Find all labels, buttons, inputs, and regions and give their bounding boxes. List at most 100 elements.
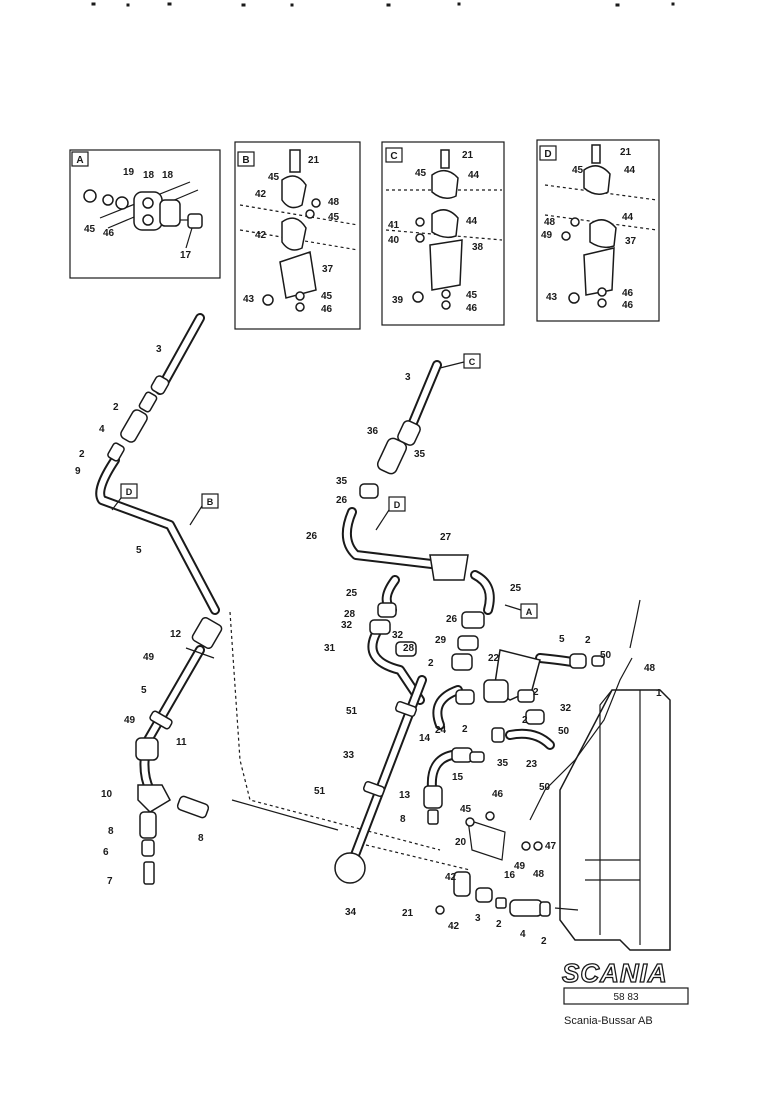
label: 2 [79, 449, 85, 460]
label: 28 [403, 643, 415, 654]
label: 3 [405, 372, 411, 383]
label: 45 [268, 172, 280, 183]
label: 35 [414, 449, 426, 460]
reference-markers: C D B D A [111, 353, 538, 619]
tee-fitting [429, 554, 469, 581]
label: 12 [170, 629, 182, 640]
label: 26 [446, 614, 458, 625]
label: 2 [585, 635, 591, 646]
label: 50 [558, 726, 570, 737]
label: 5 [559, 634, 565, 645]
label: 45 [321, 291, 333, 302]
label: 25 [510, 583, 522, 594]
pump [334, 852, 366, 884]
label: 11 [176, 737, 187, 748]
label: 35 [336, 476, 348, 487]
inset-d-title-box [539, 145, 557, 161]
ref-marker: B [207, 497, 214, 507]
label: 7 [107, 876, 113, 887]
drawing-code-box [563, 987, 689, 1005]
label: 5 [136, 545, 142, 556]
label: 27 [440, 532, 452, 543]
label: 2 [533, 687, 539, 698]
label: 43 [243, 294, 255, 305]
label: 41 [388, 220, 400, 231]
label: 21 [402, 908, 414, 919]
label: 47 [545, 841, 557, 852]
label: 2 [462, 724, 468, 735]
inset-a: A 19 18 18 45 46 17 [69, 149, 221, 279]
scania-logo: SCANIA [562, 958, 668, 988]
label: 49 [143, 652, 155, 663]
label: 8 [108, 826, 114, 837]
scan-noise [91, 2, 675, 7]
label: 50 [539, 782, 551, 793]
label: 36 [367, 426, 379, 437]
label: 49 [514, 861, 526, 872]
label: 21 [308, 155, 320, 166]
nut [102, 194, 114, 206]
label: 24 [435, 725, 447, 736]
label: 48 [533, 869, 545, 880]
ref-marker: C [469, 357, 476, 367]
label: 3 [156, 344, 162, 355]
inset-c-title: C [390, 151, 397, 162]
ref-marker-box [201, 493, 219, 509]
inset-d: D 21 45 44 48 49 44 37 43 46 46 [536, 139, 660, 322]
ref-marker-box [520, 603, 538, 619]
label: 40 [388, 235, 400, 246]
inset-b-title-box [237, 151, 255, 167]
label: 16 [504, 870, 516, 881]
label: 33 [343, 750, 355, 761]
label: 13 [399, 790, 411, 801]
label: 29 [435, 635, 447, 646]
label: 9 [75, 466, 81, 477]
label: 25 [346, 588, 358, 599]
label: 48 [544, 217, 556, 228]
label: 2 [496, 919, 502, 930]
label: 2 [428, 658, 434, 669]
label: 51 [346, 706, 358, 717]
label: 21 [462, 150, 474, 161]
label: 39 [392, 295, 404, 306]
label: 50 [600, 650, 612, 661]
drawing-code: 58 83 [613, 992, 638, 1003]
label: 45 [328, 212, 340, 223]
label: 42 [255, 230, 267, 241]
label: 18 [162, 170, 174, 181]
label: 5 [141, 685, 147, 696]
label: 43 [546, 292, 558, 303]
label: 49 [541, 230, 553, 241]
label: 51 [314, 786, 326, 797]
label: 49 [124, 715, 136, 726]
washer [83, 189, 97, 203]
label: 21 [620, 147, 632, 158]
label: 2 [541, 936, 547, 947]
label: 46 [622, 288, 634, 299]
label: 2 [522, 715, 528, 726]
label: 26 [306, 531, 318, 542]
ref-marker-box [120, 483, 138, 499]
ref-marker-box [463, 353, 481, 369]
label: 42 [448, 921, 460, 932]
label: 31 [324, 643, 336, 654]
label: 32 [341, 620, 353, 631]
clamp [191, 616, 223, 650]
hose [376, 437, 408, 475]
inset-a-title-box [71, 151, 89, 167]
label: 1 [656, 688, 662, 699]
label: 45 [84, 224, 96, 235]
scania-logo-block: SCANIA 58 83 Scania-Bussar AB [561, 957, 689, 1027]
label: 15 [452, 772, 464, 783]
label: 22 [488, 653, 500, 664]
label: 46 [492, 789, 504, 800]
label: 23 [526, 759, 538, 770]
label: 42 [255, 189, 267, 200]
ref-marker: A [526, 607, 533, 617]
label: 32 [560, 703, 572, 714]
inset-a-title: A [76, 155, 83, 166]
label: 17 [180, 250, 192, 261]
inset-c: C 21 45 44 44 41 40 38 45 39 46 [381, 141, 505, 326]
label: 38 [472, 242, 484, 253]
label: 48 [328, 197, 340, 208]
